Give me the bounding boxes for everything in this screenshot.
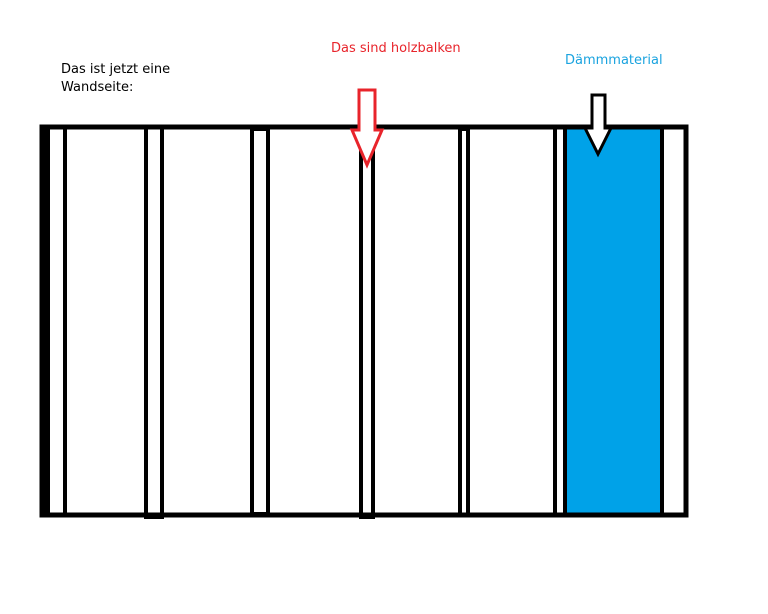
wood-beam	[359, 125, 375, 519]
wood-beam	[250, 127, 270, 516]
beam-arrow-icon	[349, 88, 385, 169]
wood-beam	[458, 127, 470, 517]
beam-label: Das sind holzbalken	[331, 41, 461, 56]
wood-beam	[553, 125, 567, 517]
wall-side-label: Das ist jetzt eine Wandseite:	[61, 61, 170, 97]
wall-side-label-line-2: Wandseite:	[61, 80, 134, 95]
insulation-fill	[567, 127, 662, 515]
wood-beam	[46, 125, 67, 517]
wood-beam-left-edge	[42, 127, 48, 515]
wood-beam	[660, 125, 688, 517]
insulation-label: Dämmmaterial	[565, 53, 663, 68]
wall-side-label-line-1: Das ist jetzt eine	[61, 62, 171, 77]
wood-beams	[46, 125, 688, 519]
insulation-arrow-icon	[582, 93, 614, 158]
wood-beam	[144, 125, 164, 519]
